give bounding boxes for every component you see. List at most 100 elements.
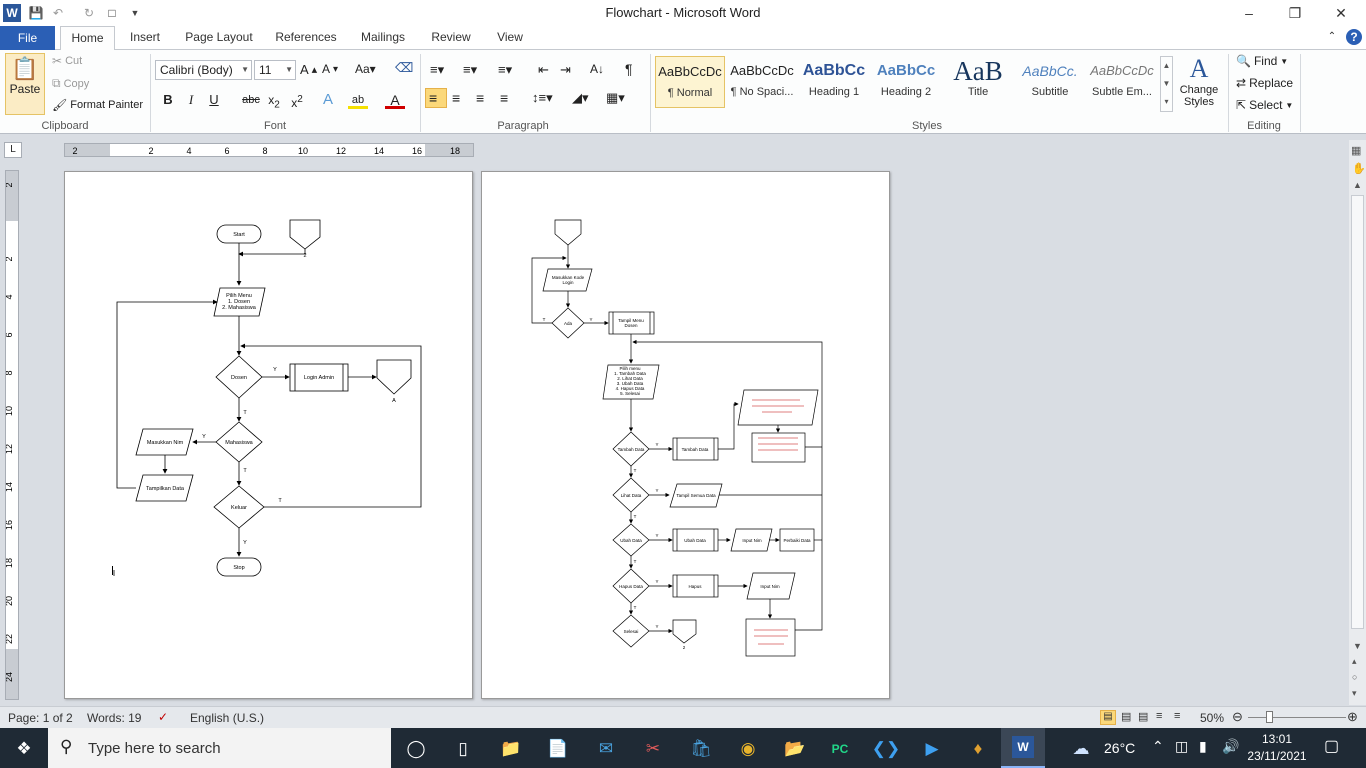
redo-icon[interactable]: ↻	[83, 6, 95, 20]
outline-icon[interactable]: ≡	[1156, 710, 1163, 722]
print-layout-icon[interactable]: ▤	[1100, 710, 1116, 725]
italic-button[interactable]: I	[188, 92, 194, 107]
tab-page-layout[interactable]: Page Layout	[185, 30, 253, 44]
replace-button[interactable]: ⇄Replace	[1236, 76, 1293, 90]
justify-icon[interactable]: ≡	[500, 90, 509, 106]
zoom-in-icon[interactable]: ⊕	[1347, 709, 1358, 724]
scroll-down-icon[interactable]: ▼	[1353, 641, 1362, 651]
save-icon[interactable]: 💾	[28, 6, 44, 20]
tab-selector[interactable]: L	[4, 142, 22, 158]
taskbar-search-box[interactable]: ⚲ Type here to search	[48, 728, 391, 768]
sort-icon[interactable]: A↓	[590, 62, 605, 76]
underline-button[interactable]: U	[209, 92, 219, 107]
store-icon[interactable]: 🛍	[690, 739, 712, 758]
full-screen-reading-icon[interactable]: ▤	[1121, 711, 1132, 723]
weather-temperature[interactable]: 26°C	[1104, 740, 1136, 756]
borders-icon[interactable]: ▦▾	[606, 90, 625, 105]
change-case-button[interactable]: Aa▾	[355, 62, 376, 76]
next-page-icon[interactable]: ▾	[1352, 688, 1357, 698]
windows-start-icon[interactable]: ❖	[16, 739, 32, 758]
volume-icon[interactable]: 🔊	[1222, 738, 1240, 754]
proofing-icon[interactable]: ✓	[158, 710, 169, 724]
align-left-button[interactable]	[425, 88, 447, 108]
snipping-tool-icon[interactable]: ✂	[645, 739, 661, 758]
vertical-scrollbar[interactable]: ▦ ✋ ▲ ▼ ▴ ○ ▾	[1349, 140, 1366, 705]
tab-references[interactable]: References	[275, 30, 337, 44]
vertical-ruler[interactable]: 224681012141618202224	[4, 170, 19, 700]
clock-time[interactable]: 13:01	[1261, 732, 1293, 746]
show-hidden-icons-icon[interactable]: ⌃	[1152, 738, 1164, 754]
document-page-1[interactable]: Start 2 Pilih Menu 1. Dosen 2. Mahasiswa…	[64, 171, 473, 699]
task-view-icon[interactable]: ▯	[458, 739, 468, 758]
numbering-icon[interactable]: ≡▾	[463, 62, 478, 77]
zoom-level[interactable]: 50%	[1200, 711, 1225, 725]
align-right-icon[interactable]: ≡	[476, 90, 485, 106]
font-size-combo[interactable]: 11▼	[254, 60, 296, 80]
tab-mailings[interactable]: Mailings	[360, 30, 405, 44]
style-subtitle[interactable]: AaBbCc.Subtitle	[1015, 56, 1085, 108]
app-icon[interactable]: ♦	[973, 739, 983, 758]
tab-insert[interactable]: Insert	[129, 30, 160, 44]
align-center-icon[interactable]: ≡	[452, 90, 461, 106]
change-styles-button[interactable]: A Change Styles	[1176, 54, 1222, 116]
multilevel-list-icon[interactable]: ≡▾	[498, 62, 513, 77]
document-page-2[interactable]: Masukkan Kode Login Ada T Y Tampil Menu …	[481, 171, 890, 699]
cut-button[interactable]: ✂Cut	[52, 54, 82, 68]
folder-app-icon[interactable]: 📂	[784, 739, 806, 758]
customize-qat-icon[interactable]: ▼	[130, 8, 140, 18]
superscript-button[interactable]: x2	[291, 94, 303, 110]
previous-page-icon[interactable]: ▴	[1352, 656, 1357, 666]
clear-formatting-icon[interactable]: ⌫	[395, 60, 414, 75]
mail-icon[interactable]: ✉	[598, 739, 614, 758]
tab-view[interactable]: View	[497, 30, 523, 44]
pan-icon[interactable]: ✋	[1352, 163, 1366, 175]
undo-icon[interactable]: ↶	[52, 6, 64, 20]
highlight-icon[interactable]: ab	[348, 91, 368, 109]
cortana-icon[interactable]: ◯	[406, 739, 426, 758]
zoom-slider-thumb[interactable]	[1266, 711, 1273, 723]
bullets-icon[interactable]: ≡▾	[430, 62, 445, 77]
line-spacing-icon[interactable]: ↕≡▾	[532, 90, 553, 105]
network-icon[interactable]: ◫	[1175, 738, 1189, 754]
battery-icon[interactable]: ▮	[1199, 738, 1207, 754]
help-icon[interactable]: ?	[1346, 29, 1362, 45]
restore-button[interactable]: ❐	[1288, 4, 1302, 21]
word-taskbar-button[interactable]: W	[1001, 728, 1045, 768]
view-ruler-icon[interactable]: ▦	[1351, 145, 1362, 157]
text-effects-icon[interactable]: A	[322, 91, 333, 108]
new-document-icon[interactable]: □	[108, 6, 116, 20]
strikethrough-button[interactable]: abc	[242, 94, 260, 106]
find-button[interactable]: 🔍Find▼	[1236, 54, 1288, 68]
decrease-indent-icon[interactable]: ⇤	[538, 62, 549, 77]
ribbon-minimize-icon[interactable]: ⌃	[1327, 31, 1337, 42]
zoom-slider[interactable]	[1248, 717, 1346, 718]
file-explorer-icon[interactable]: 📁	[500, 739, 522, 758]
increase-indent-icon[interactable]: ⇥	[560, 62, 571, 77]
draft-icon[interactable]: ≡	[1174, 710, 1181, 722]
weather-icon[interactable]: ☁	[1072, 739, 1090, 758]
bold-button[interactable]: B	[163, 92, 173, 107]
select-browse-object-icon[interactable]: ○	[1352, 672, 1358, 682]
show-formatting-icon[interactable]: ¶	[625, 61, 633, 77]
scroll-thumb[interactable]	[1351, 195, 1364, 629]
close-button[interactable]: ✕	[1335, 4, 1347, 21]
shading-icon[interactable]: ◢▾	[572, 90, 589, 105]
minimize-button[interactable]: –	[1245, 5, 1253, 21]
vscode-icon[interactable]: ❮❯	[871, 739, 901, 758]
notifications-icon[interactable]: ▢	[1324, 738, 1340, 755]
font-name-combo[interactable]: Calibri (Body)▼	[155, 60, 252, 80]
style-normal[interactable]: AaBbCcDc¶ Normal	[655, 56, 725, 108]
web-layout-icon[interactable]: ▤	[1138, 711, 1149, 723]
copy-button[interactable]: ⧉Copy	[52, 76, 89, 91]
language[interactable]: English (U.S.)	[190, 711, 265, 725]
tab-file[interactable]: File	[0, 26, 55, 50]
grow-font-button[interactable]: A▴	[300, 62, 318, 77]
shrink-font-button[interactable]: A▾	[322, 62, 339, 76]
zoom-out-icon[interactable]: ⊖	[1232, 709, 1243, 724]
styles-scroll[interactable]: ▲▼▾	[1160, 56, 1173, 112]
